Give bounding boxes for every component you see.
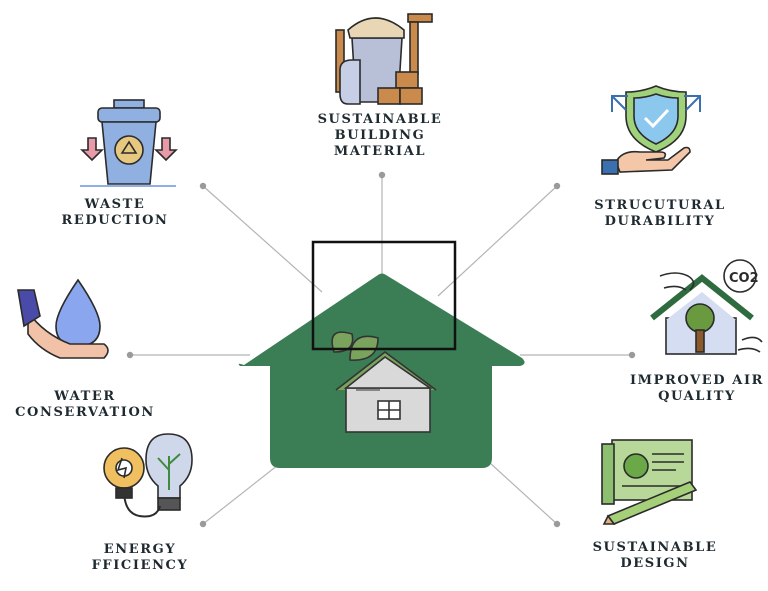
connector-waste (202, 185, 323, 293)
shield-check-hand-icon (601, 85, 701, 175)
label-improved-air-quality: IMPROVED AIR QUALITY (622, 373, 768, 405)
label-line: REDUCTION (61, 213, 169, 228)
label-line: IMPROVED AIR (629, 373, 765, 388)
label-energy-efficiency: ENERGY FFICIENCY (70, 542, 210, 574)
dot-waste (199, 182, 207, 190)
label-line: WASTE (84, 197, 146, 212)
label-water-conservation: WATER CONSERVATION (5, 389, 165, 421)
label-sustainable-building-material: SUSTAINABLE BUILDING MATERIAL (305, 112, 455, 160)
dot-energy (199, 520, 207, 528)
label-line: DURABILITY (604, 214, 716, 229)
label-line: STRUCUTURAL (594, 198, 726, 213)
label-waste-reduction: WASTE REDUCTION (40, 197, 190, 229)
label-line: WATER (54, 389, 116, 404)
house-tree-co2-icon: CO2 (650, 259, 763, 355)
gear-bulb-icon (103, 433, 193, 518)
label-line: SUSTAINABLE (592, 540, 718, 555)
dot-sdesign (553, 520, 561, 528)
label-line: MATERIAL (333, 144, 427, 159)
label-sustainable-design: SUSTAINABLE DESIGN (570, 540, 740, 572)
eco-house-icon (331, 331, 437, 433)
highlight-box (311, 240, 457, 351)
water-drop-hand-icon (17, 278, 109, 359)
label-line: SUSTAINABLE (317, 112, 443, 127)
connector-struct (437, 185, 558, 297)
recycle-bin-icon (80, 99, 178, 187)
label-line: DESIGN (620, 556, 690, 571)
dot-struct (553, 182, 561, 190)
connector-lines (130, 175, 632, 525)
label-structural-durability: STRUCUTURAL DURABILITY (575, 198, 745, 230)
label-line: ENERGY (103, 542, 177, 557)
dot-air (628, 351, 636, 359)
co2-text: CO2 (729, 271, 759, 286)
label-line: CONSERVATION (15, 405, 155, 420)
blueprint-pencil-icon (601, 439, 698, 525)
label-line: FFICIENCY (91, 558, 189, 573)
dot-sbm (378, 171, 386, 179)
connector-sdesign (489, 462, 558, 525)
label-line: BUILDING (334, 128, 426, 143)
bucket-shovel-bricks-icon (335, 13, 433, 105)
label-line: QUALITY (658, 389, 736, 404)
connector-energy (202, 464, 279, 525)
dot-water (126, 351, 134, 359)
connector-dots (126, 171, 636, 528)
